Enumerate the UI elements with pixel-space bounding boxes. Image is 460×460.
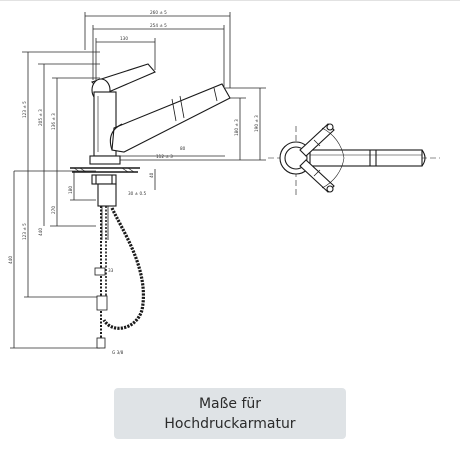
caption-line-2: Hochdruckarmatur (164, 415, 296, 432)
caption-box: Maße für Hochdruckarmatur (114, 388, 346, 439)
top-divider (0, 0, 460, 1)
dim-thread-label: G 3/8 (112, 350, 124, 355)
dim-spout-height-1: 190 ± 3 (254, 115, 259, 132)
dimension-labels: 260 ± 5 254 ± 5 130 123 ± 5 205 ± 3 136 … (8, 10, 259, 355)
dim-body-height-2: 136 ± 3 (51, 113, 56, 130)
dim-hose-len-2: 270 (51, 206, 56, 214)
dim-under-width: 30 ± 0.5 (128, 191, 146, 196)
dim-top-width: 260 ± 5 (150, 10, 167, 15)
dim-base-length: 112 ± 3 (156, 154, 173, 159)
top-dimension-lines (84, 12, 231, 88)
faucet-dimension-drawing: 260 ± 5 254 ± 5 130 123 ± 5 205 ± 3 136 … (8, 10, 440, 355)
dim-body-height-1: 205 ± 3 (38, 109, 43, 126)
dim-right-reach: 80 (180, 146, 186, 151)
dim-total-height-bottom: 123 ± 5 (22, 223, 27, 240)
left-dimension-lines (10, 51, 100, 349)
faucet-side-view (70, 63, 231, 240)
dim-hose-len-3: 440 (38, 228, 43, 236)
faucet-top-view (268, 123, 440, 196)
caption-line-1: Maße für (198, 395, 262, 412)
right-dimension-lines (120, 87, 266, 190)
dim-small-label: 33 (108, 268, 114, 273)
dim-total-height-left: 123 ± 5 (22, 101, 27, 118)
dim-spout-height-2: 180 ± 3 (234, 119, 239, 136)
dim-hose-len-total: 440 (8, 256, 13, 264)
supply-lines (94, 206, 145, 349)
dim-lever-width: 130 (120, 36, 128, 41)
dim-hose-len-1: 180 (68, 186, 73, 194)
dim-spout-to-mixer: 254 ± 5 (150, 23, 167, 28)
dim-deck-thickness: 40 (149, 172, 154, 178)
